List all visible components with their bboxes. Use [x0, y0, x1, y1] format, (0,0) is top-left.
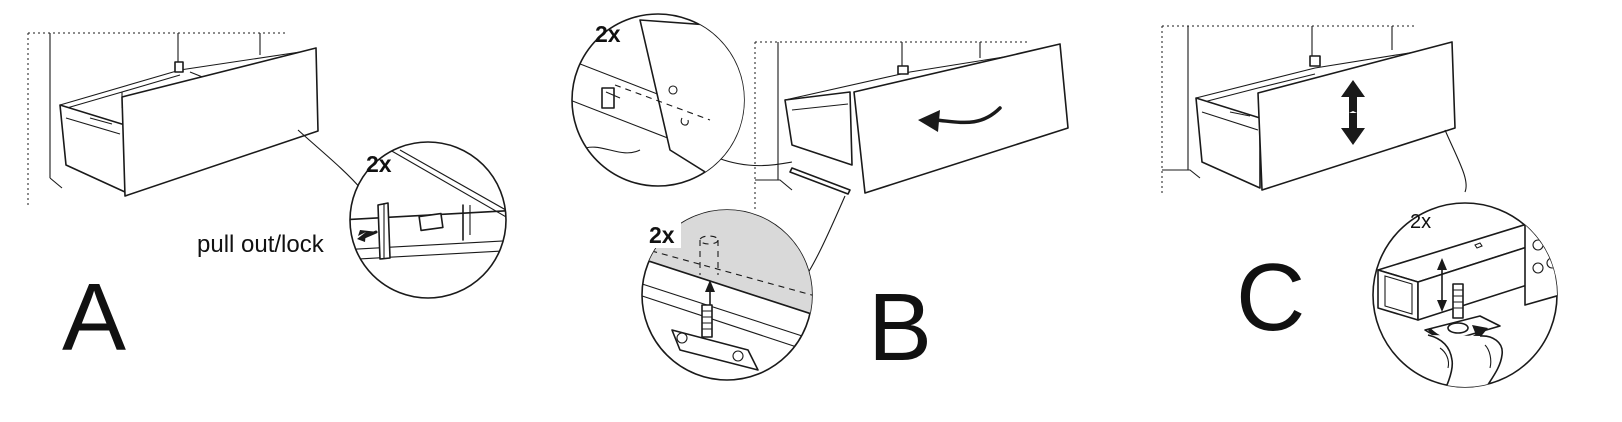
- leader-c: [1444, 129, 1467, 193]
- detail-circle-a: [349, 141, 507, 299]
- step-a-letter: A: [62, 264, 126, 371]
- step-a-caption: pull out/lock: [197, 231, 325, 258]
- detail-circle-c: [1372, 202, 1558, 388]
- step-c-letter: C: [1236, 244, 1305, 351]
- step-b-quantity-top: 2x: [595, 21, 621, 47]
- step-a-panel: 2x pull out/lock A: [0, 0, 540, 417]
- leader-a: [297, 129, 363, 191]
- drawer-b: [784, 51, 1036, 195]
- detail-circle-b-top: [571, 13, 745, 187]
- leader-b-top: [717, 157, 793, 167]
- step-a-illustration: 2x pull out/lock A: [27, 32, 507, 371]
- step-c-panel: 2x C: [1140, 0, 1622, 417]
- insert-arrow-icon: [918, 106, 1002, 132]
- step-b-quantity-bottom: 2x: [649, 222, 675, 248]
- drawer-c: [1195, 41, 1456, 191]
- cabinet-a: [27, 32, 285, 205]
- cabinet-c: [1161, 25, 1415, 195]
- drawer-a: [59, 47, 319, 197]
- step-a-quantity: 2x: [366, 151, 392, 177]
- drawer-front-b: [853, 43, 1069, 194]
- adjust-height-arrow-icon: [1341, 80, 1365, 145]
- step-b-letter: B: [868, 274, 932, 381]
- step-b-panel: 2x 2x B: [560, 0, 1120, 417]
- step-c-illustration: 2x C: [1161, 25, 1558, 388]
- step-c-quantity: 2x: [1410, 211, 1431, 233]
- step-b-illustration: 2x 2x B: [571, 13, 1069, 381]
